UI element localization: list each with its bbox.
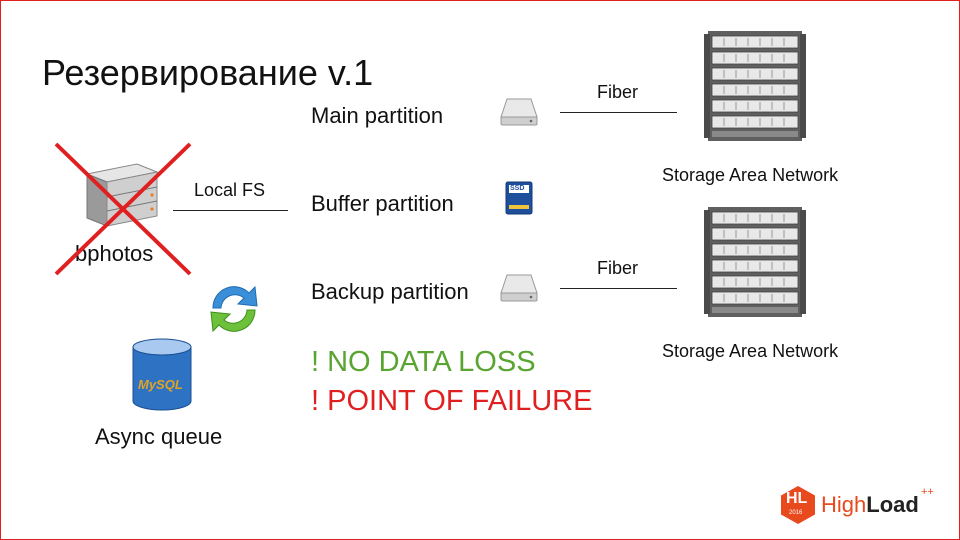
logo-badge-text: HL [786,490,808,507]
point-of-failure-note: ! POINT OF FAILURE [311,385,593,417]
hard-drive-icon [500,98,538,126]
mysql-logo-text: MySQL [138,377,183,392]
fiber-line-top [560,112,677,113]
database-icon [132,338,192,411]
buffer-partition-label: Buffer partition [311,191,454,216]
storage-label-bottom: Storage Area Network [662,341,839,361]
highload-logo-icon [781,486,815,524]
ssd-badge: SSD [510,185,525,192]
local-fs-line [173,210,288,211]
failure-cross-icon [54,142,192,276]
logo-load: Load [866,492,919,517]
local-fs-label: Local FS [194,180,266,200]
sync-icon [210,285,258,333]
logo-wordmark: HighLoad [821,492,919,518]
queue-label: Async queue [95,424,223,449]
ssd-icon [505,181,533,215]
backup-partition-label: Backup partition [311,279,469,304]
slide-title: Резервирование v.1 [42,52,374,93]
main-partition-label: Main partition [311,103,444,128]
storage-rack-icon [704,207,806,317]
logo-high: High [821,492,867,517]
fiber-line-bottom [560,288,677,289]
storage-rack-icon [704,31,806,141]
fiber-label-bottom: Fiber [597,258,639,278]
logo-plus: ++ [921,486,934,498]
hard-drive-icon [500,274,538,302]
no-data-loss-note: ! NO DATA LOSS [311,346,536,378]
logo-year-text: 2016 [789,510,803,516]
storage-label-top: Storage Area Network [662,165,839,185]
fiber-label-top: Fiber [597,82,639,102]
